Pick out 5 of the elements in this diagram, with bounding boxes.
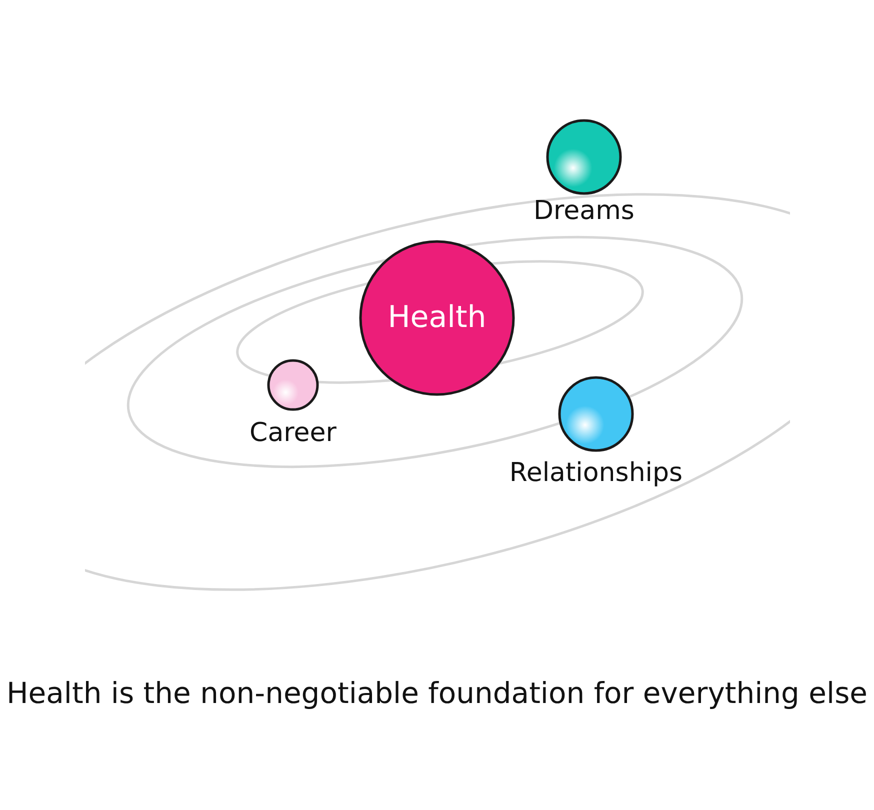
caption: Health is the non-negotiable foundation for everything else xyxy=(5,675,869,712)
planet-name: Career xyxy=(250,418,336,448)
planet-name: Relationships xyxy=(509,458,683,488)
planet-label: Health xyxy=(388,300,486,335)
planet-name: Dreams xyxy=(534,196,634,226)
